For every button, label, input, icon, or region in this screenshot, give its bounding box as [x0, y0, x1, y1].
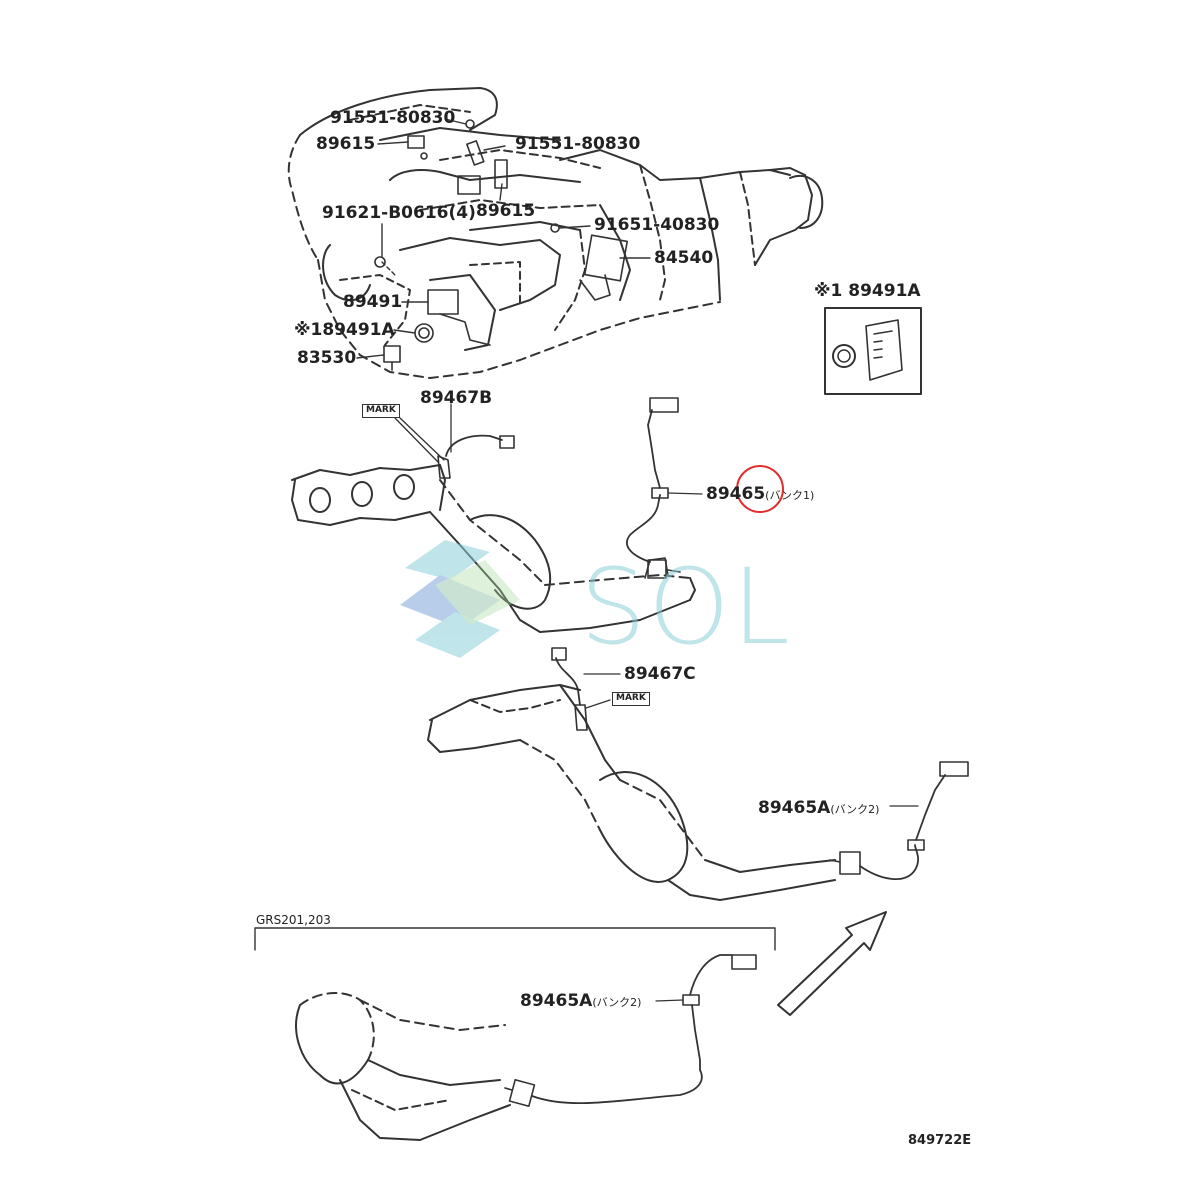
bank2-exhaust	[427, 647, 969, 901]
direction-arrow	[777, 911, 887, 1016]
engine-parts	[374, 119, 628, 371]
variant-bracket	[254, 927, 776, 951]
label-89465a-right-code: 89465A	[758, 798, 831, 818]
label-89491: 89491	[343, 292, 403, 312]
label-89465-sub: (バンク1)	[765, 489, 815, 502]
label-89465a-bottom: 89465A(バンク2)	[520, 993, 641, 1010]
label-89467c: 89467C	[624, 664, 696, 684]
label-89465a-right-sub: (バンク2)	[830, 803, 880, 816]
figure-code: 849722E	[908, 1133, 972, 1148]
label-91621-b0616: 91621-B0616(4)	[322, 203, 476, 223]
watermark-text: SOL	[580, 546, 792, 668]
engine-assembly	[287, 87, 824, 379]
highlight-circle	[736, 465, 784, 513]
label-89491a-kit: ※1 89491A	[814, 281, 921, 301]
label-89615-mid: 89615	[476, 201, 536, 221]
label-89467b: 89467B	[420, 388, 493, 408]
label-91551-80830-top: 91551-80830	[330, 108, 456, 128]
label-89615-left: 89615	[316, 134, 376, 154]
watermark-logo	[400, 540, 520, 658]
label-89465-code: 89465	[706, 484, 766, 504]
label-89465a-right: 89465A(バンク2)	[758, 800, 879, 817]
label-84540: 84540	[654, 248, 714, 268]
mark-leader-bank1	[394, 403, 703, 495]
bank2-leaders	[583, 673, 919, 807]
gasket-kit-box	[824, 307, 922, 395]
label-89465a-bottom-code: 89465A	[520, 991, 593, 1011]
leader-lines	[356, 118, 651, 359]
variant-exhaust	[295, 954, 757, 1141]
label-91551-80830-right: 91551-80830	[515, 134, 641, 154]
label-89465-bank1: 89465(バンク1)	[706, 486, 814, 503]
variant-note: GRS201,203	[256, 913, 331, 927]
label-89491a-left: ※189491A	[294, 320, 395, 340]
bank1-exhaust	[291, 397, 696, 633]
mark-tag-bank2: MARK	[612, 692, 650, 706]
label-91651-40830: 91651-40830	[594, 215, 720, 235]
label-89465a-bottom-sub: (バンク2)	[592, 996, 642, 1009]
label-83530: 83530	[297, 348, 357, 368]
mark-tag-bank1: MARK	[362, 404, 400, 418]
